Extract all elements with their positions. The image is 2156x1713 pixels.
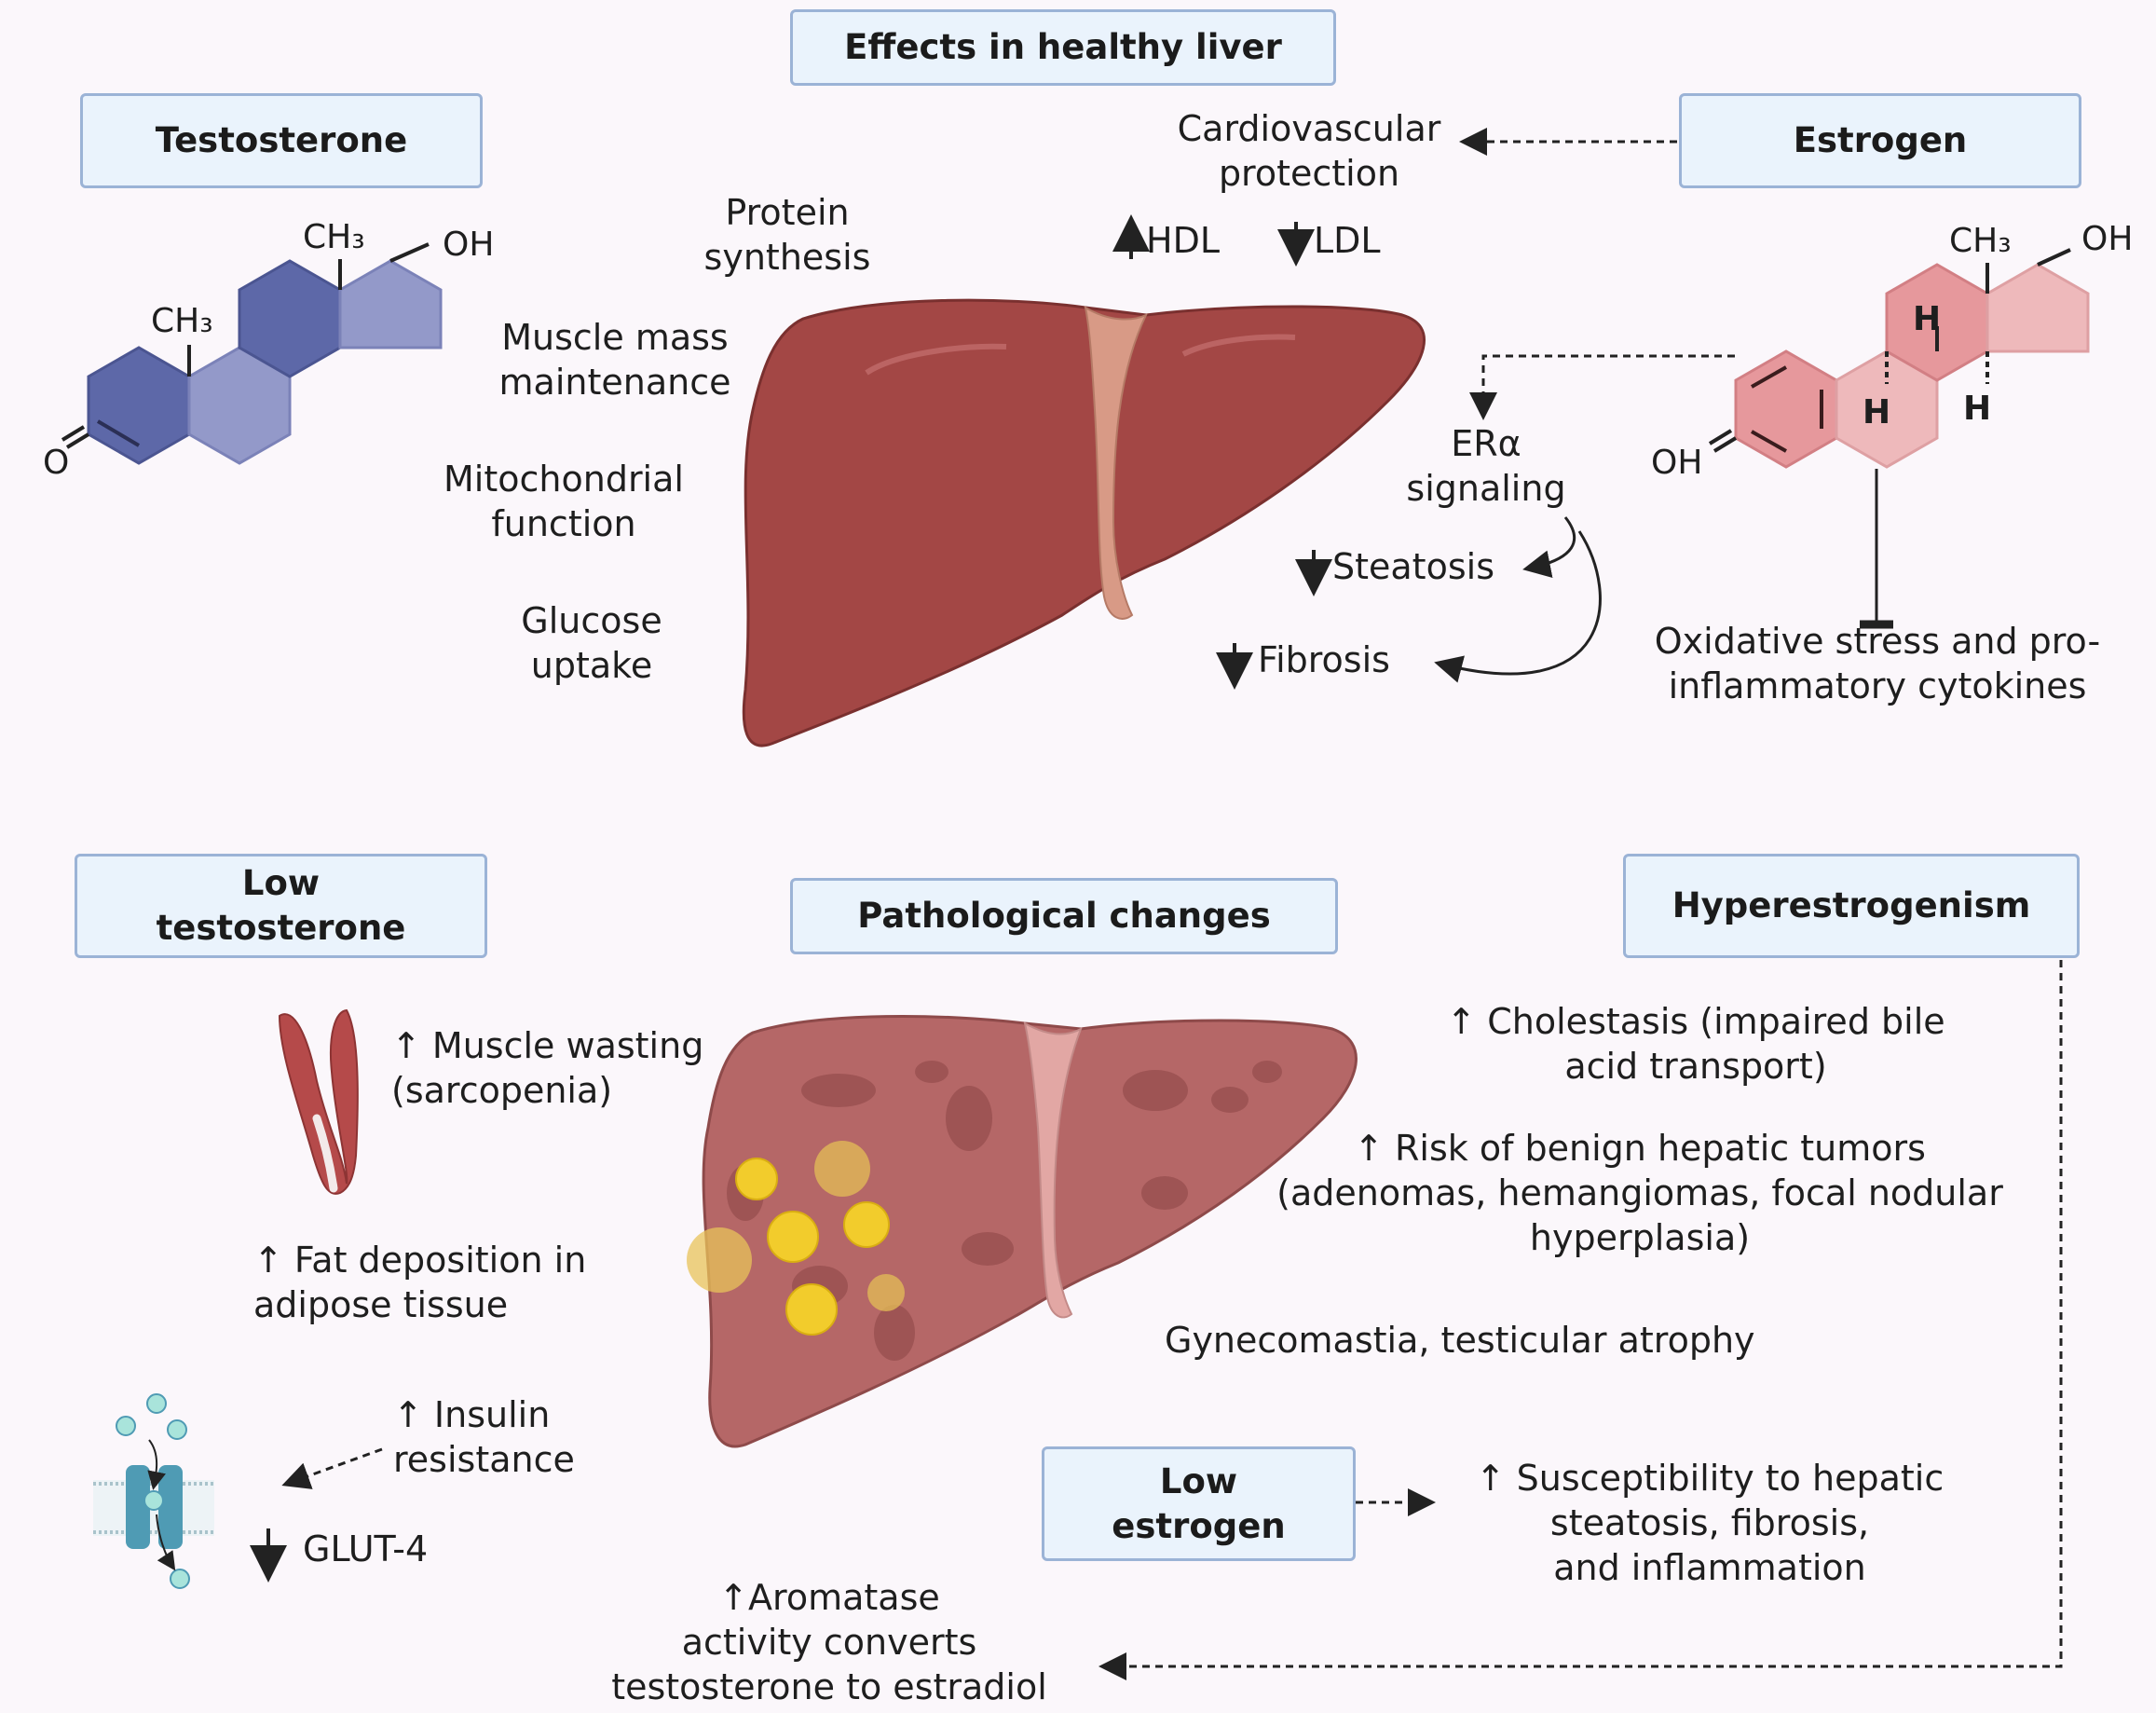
- testosterone-box: Testosterone: [80, 93, 483, 188]
- effects-healthy-liver-box: Effects in healthy liver: [790, 9, 1336, 86]
- pathological-changes-box: Pathological changes: [790, 878, 1338, 954]
- insulin-resistance-label: ↑ Insulin resistance: [393, 1394, 575, 1480]
- glucose-uptake-label: Glucose uptake: [521, 600, 662, 686]
- testosterone-structure: CH₃ OH CH₃ O: [43, 218, 494, 482]
- susceptibility-label: ↑ Susceptibility to hepatic steatosis, f…: [1475, 1458, 1944, 1588]
- testosterone-oxygen: O: [43, 444, 69, 482]
- muscle-wasting-label: ↑ Muscle wasting (sarcopenia): [391, 1025, 704, 1111]
- healthy-liver-illustration: [742, 298, 1426, 747]
- low-testosterone-box: Low testosterone: [75, 854, 487, 958]
- mitochondrial-function-label: Mitochondrial function: [443, 459, 684, 544]
- muscle-icon: [278, 1008, 359, 1195]
- hyperestrogenism-box: Hyperestrogenism: [1623, 854, 2080, 958]
- protein-synthesis-label: Protein synthesis: [703, 192, 871, 278]
- ldl-label: LDL: [1314, 220, 1381, 261]
- glut4-label: GLUT-4: [303, 1528, 429, 1569]
- diseased-liver-illustration: [687, 1014, 1358, 1448]
- estrogen-box: Estrogen: [1679, 93, 2081, 188]
- estrogen-h-top: H: [1913, 300, 1941, 338]
- arrow-insulin-glut4: [281, 1447, 383, 1489]
- connectors: [250, 128, 2063, 1680]
- cardiovascular-protection-label: Cardiovascular protection: [1177, 108, 1441, 194]
- aromatase-label: ↑Aromatase activity converts testosteron…: [611, 1577, 1047, 1707]
- fibrosis-label: Fibrosis: [1258, 639, 1390, 680]
- testosterone-ch3-top: CH₃: [303, 218, 365, 256]
- estrogen-h-left: H: [1863, 393, 1890, 432]
- arrow-hyperestrogenism-aromatase: [1098, 960, 2063, 1680]
- testosterone-oh: OH: [443, 226, 494, 264]
- arrow-era-steatosis: [1522, 516, 1576, 578]
- arrow-era-fibrosis: [1434, 530, 1602, 683]
- estrogen-oh-left: OH: [1651, 444, 1702, 482]
- era-signaling-label: ERα signaling: [1406, 423, 1566, 509]
- fat-droplets: [687, 1141, 905, 1336]
- estrogen-h-right: H: [1963, 390, 1991, 428]
- benign-tumors-label: ↑ Risk of benign hepatic tumors (adenoma…: [1276, 1128, 2003, 1258]
- hdl-label: HDL: [1146, 220, 1221, 261]
- low-estrogen-box: Low estrogen: [1042, 1446, 1356, 1561]
- estrogen-ch3: CH₃: [1949, 222, 2012, 260]
- fat-deposition-label: ↑ Fat deposition in adipose tissue: [253, 1240, 587, 1325]
- gynecomastia-label: Gynecomastia, testicular atrophy: [1165, 1320, 1755, 1361]
- muscle-mass-label: Muscle mass maintenance: [498, 317, 731, 403]
- arrow-estrogen-era: [1469, 354, 1735, 420]
- glut4-transporter-icon: [93, 1393, 214, 1589]
- cholestasis-label: ↑ Cholestasis (impaired bile acid transp…: [1446, 1001, 1945, 1087]
- testosterone-ch3-left: CH₃: [151, 302, 213, 340]
- estrogen-oh-right: OH: [2081, 220, 2133, 258]
- estrogen-structure: CH₃ OH OH H H H: [1651, 220, 2133, 482]
- oxidative-stress-label: Oxidative stress and pro- inflammatory c…: [1654, 621, 2101, 706]
- steatosis-label: Steatosis: [1332, 546, 1494, 587]
